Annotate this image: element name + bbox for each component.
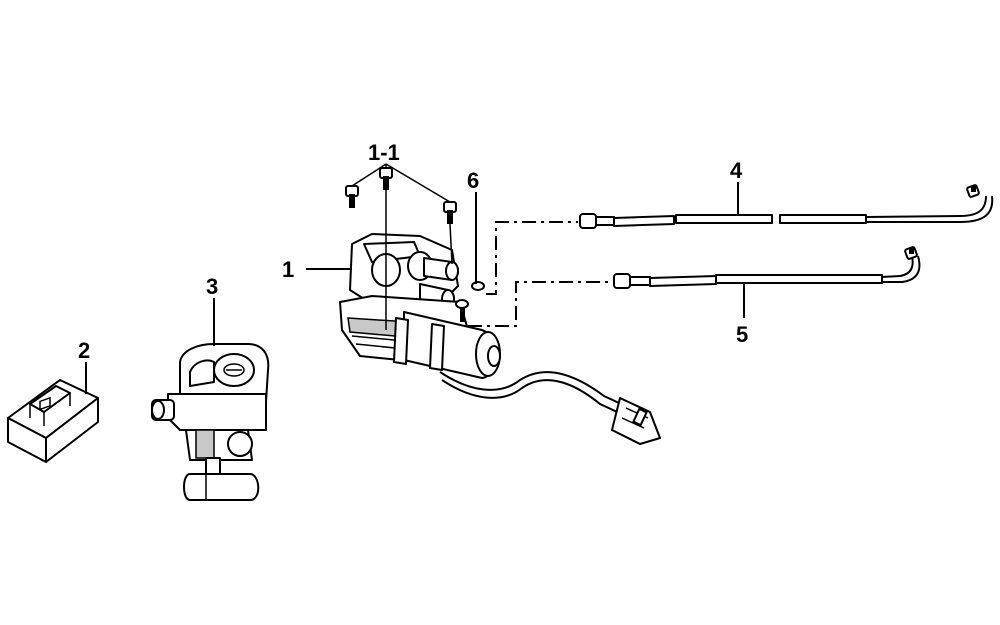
bolt-right <box>443 201 457 224</box>
part-6-washers[interactable] <box>455 281 485 322</box>
bolt-left <box>345 185 359 208</box>
callout-4: 4 <box>730 158 743 183</box>
leader-1-1 <box>351 163 453 330</box>
part-3-switch[interactable] <box>151 343 270 501</box>
callout-3: 3 <box>206 274 218 299</box>
assembly-line-4 <box>486 221 578 295</box>
part-5-cable[interactable] <box>613 246 921 289</box>
callout-5: 5 <box>736 322 748 347</box>
part-2-box[interactable] <box>7 379 99 463</box>
bolt-middle <box>379 167 393 190</box>
callout-1: 1 <box>282 257 294 282</box>
part-4-cable[interactable] <box>579 184 994 229</box>
callout-6: 6 <box>467 168 479 193</box>
callout-1-1: 1-1 <box>368 140 400 165</box>
assembly-line-5 <box>468 281 612 327</box>
part-1-actuator[interactable] <box>339 233 661 445</box>
part-1-1-bolts[interactable] <box>345 167 457 224</box>
callout-2: 2 <box>78 338 90 363</box>
